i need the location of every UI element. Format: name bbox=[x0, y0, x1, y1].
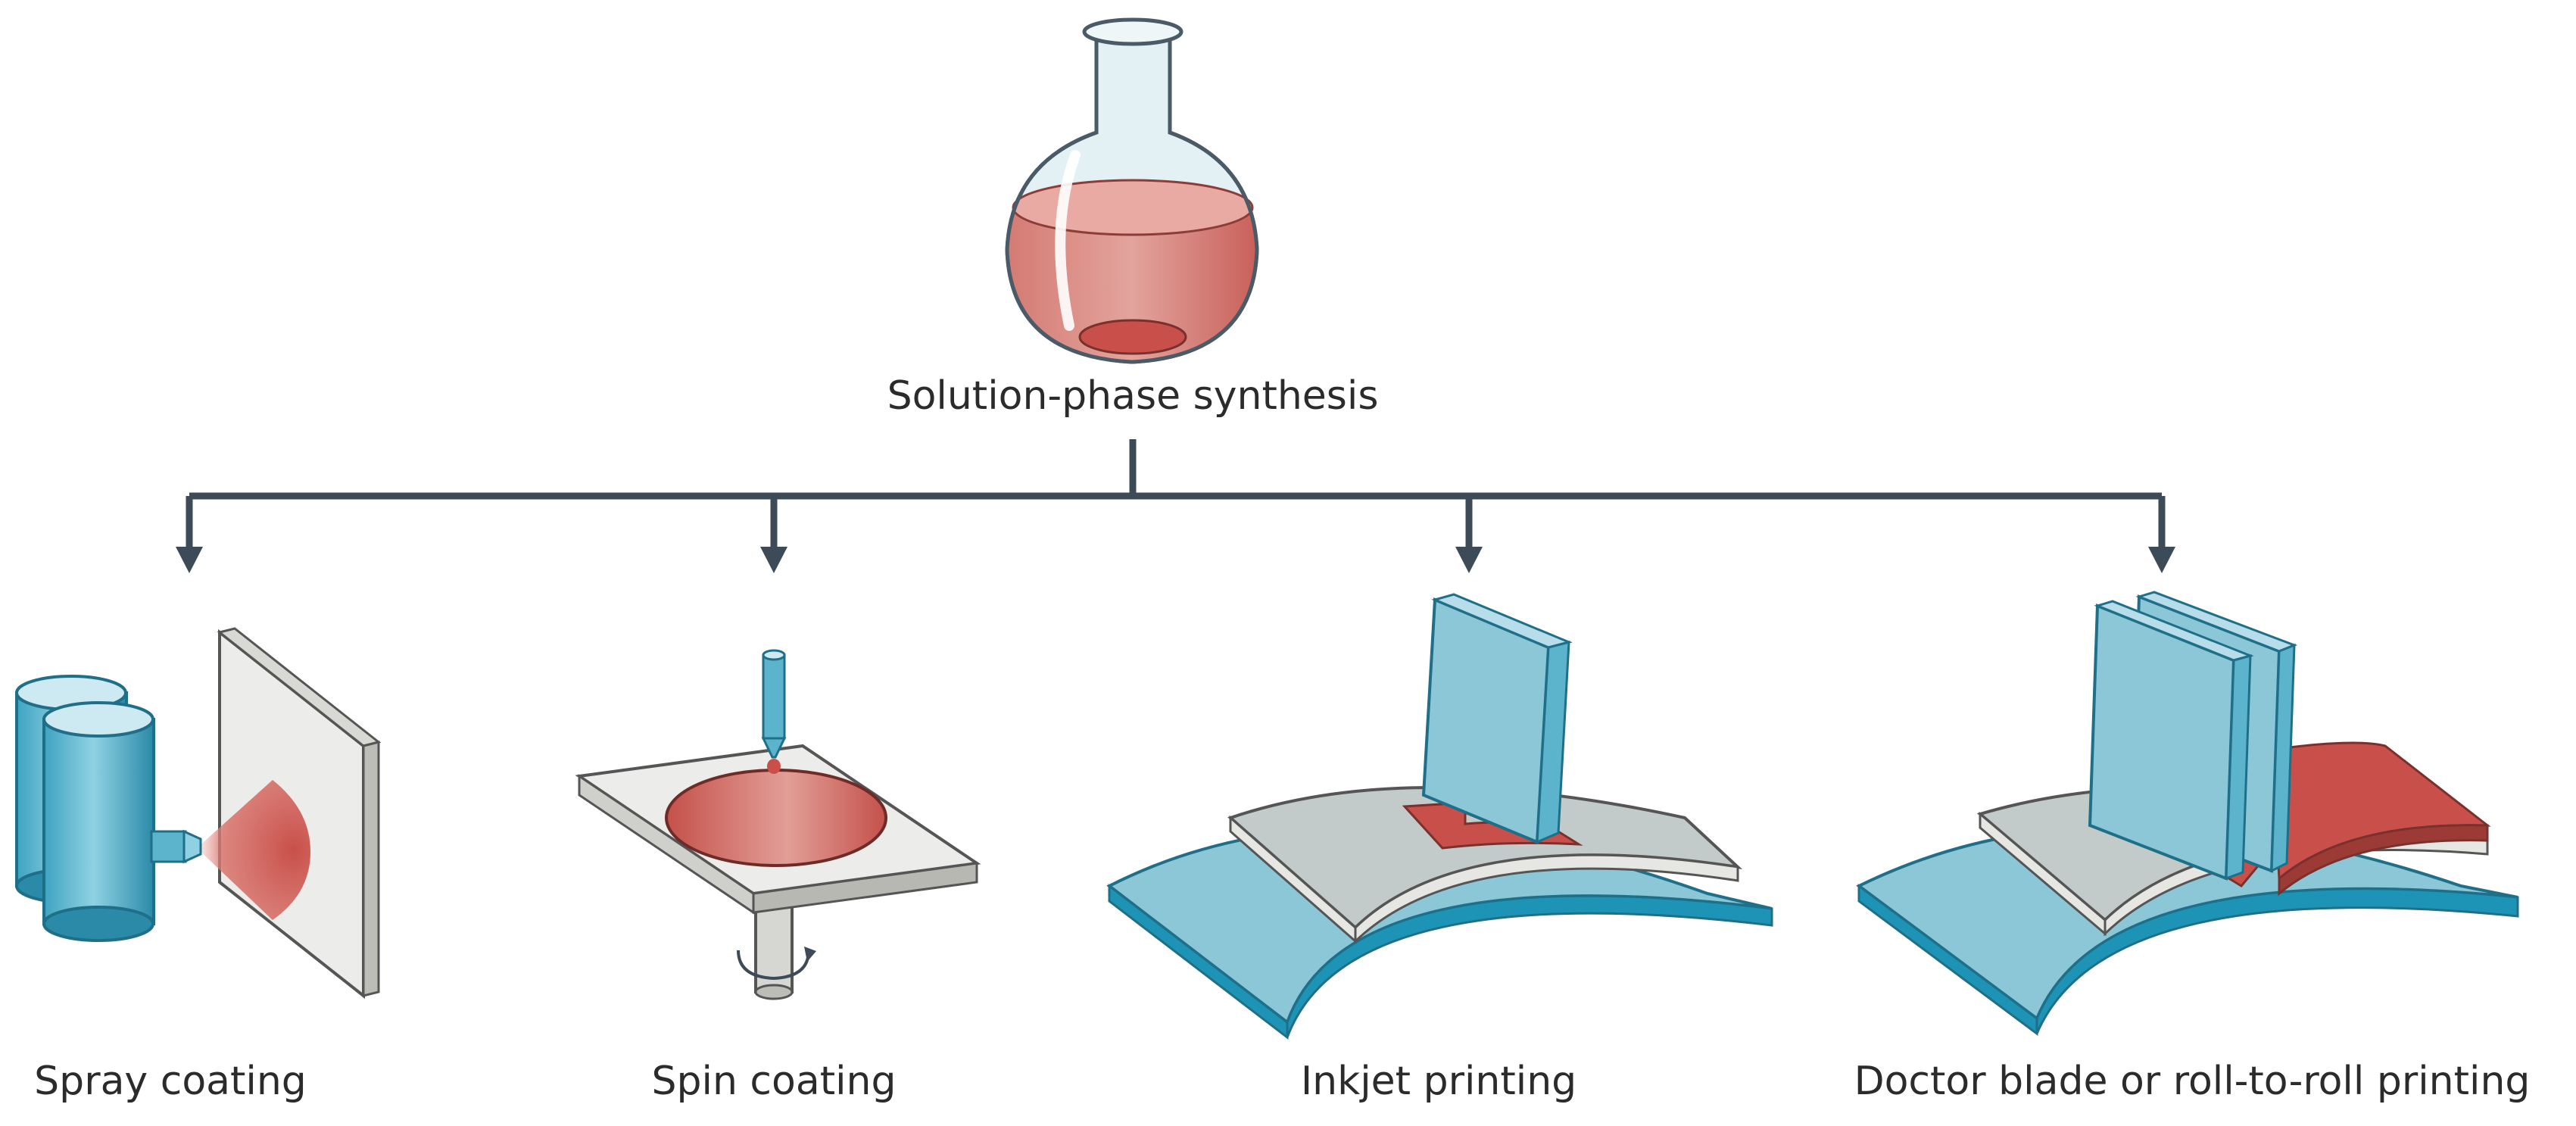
flask-icon bbox=[1005, 17, 1259, 364]
inkjet-printing-illustration bbox=[1106, 593, 1773, 1040]
connector-lines bbox=[186, 439, 2166, 553]
arrow-down-icon bbox=[1455, 547, 1483, 573]
arrow-heads bbox=[176, 547, 2175, 573]
method-label-spin-coating: Spin coating bbox=[651, 1059, 896, 1104]
arrow-down-icon bbox=[760, 547, 787, 573]
arrow-down-icon bbox=[2148, 547, 2175, 573]
doctor-blade-illustration bbox=[1856, 591, 2519, 1036]
arrow-down-icon bbox=[176, 547, 203, 573]
spray-coating-illustration bbox=[15, 627, 382, 1000]
spin-coating-illustration bbox=[575, 649, 981, 1000]
synthesis-title: Solution-phase synthesis bbox=[887, 373, 1379, 419]
method-label-spray-coating: Spray coating bbox=[34, 1059, 307, 1104]
method-label-inkjet-printing: Inkjet printing bbox=[1301, 1059, 1576, 1104]
method-label-doctor-blade: Doctor blade or roll-to-roll printing bbox=[1854, 1059, 2531, 1104]
